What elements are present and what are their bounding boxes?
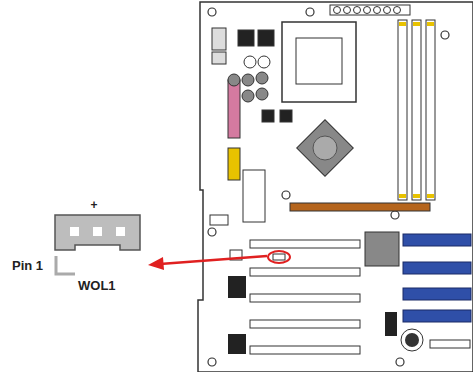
board-outline xyxy=(198,2,473,372)
usb-port xyxy=(212,52,226,64)
connector-name: WOL1 xyxy=(78,279,116,292)
dimm-latch xyxy=(399,22,434,198)
parallel-port xyxy=(228,80,240,138)
wol-connector xyxy=(55,215,140,250)
south-bridge xyxy=(365,232,399,266)
cpu-socket xyxy=(282,22,356,102)
cpu-socket-core xyxy=(296,38,342,84)
agp-slot xyxy=(290,203,430,211)
battery xyxy=(401,329,423,351)
north-bridge xyxy=(297,120,354,177)
chip xyxy=(228,334,246,354)
chip-logo xyxy=(313,136,337,160)
dimm-slot xyxy=(398,20,435,200)
callout-arrow xyxy=(160,256,267,264)
atx-power xyxy=(243,170,265,222)
highlight-ellipse xyxy=(268,251,290,263)
arrowhead xyxy=(148,257,164,270)
connector-pin xyxy=(70,227,125,236)
top-header xyxy=(330,5,410,15)
ide-connector xyxy=(403,234,471,322)
header xyxy=(210,215,228,225)
wol-connector-small xyxy=(273,254,285,260)
chip xyxy=(385,312,397,336)
polarity-mark: + xyxy=(90,199,97,211)
chip xyxy=(228,276,246,298)
pin-label: Pin 1 xyxy=(12,259,43,272)
usb-port xyxy=(212,28,226,50)
serial-port xyxy=(228,148,240,180)
pin1-marker xyxy=(56,256,75,274)
battery xyxy=(405,333,419,347)
front-panel-header xyxy=(430,340,470,348)
